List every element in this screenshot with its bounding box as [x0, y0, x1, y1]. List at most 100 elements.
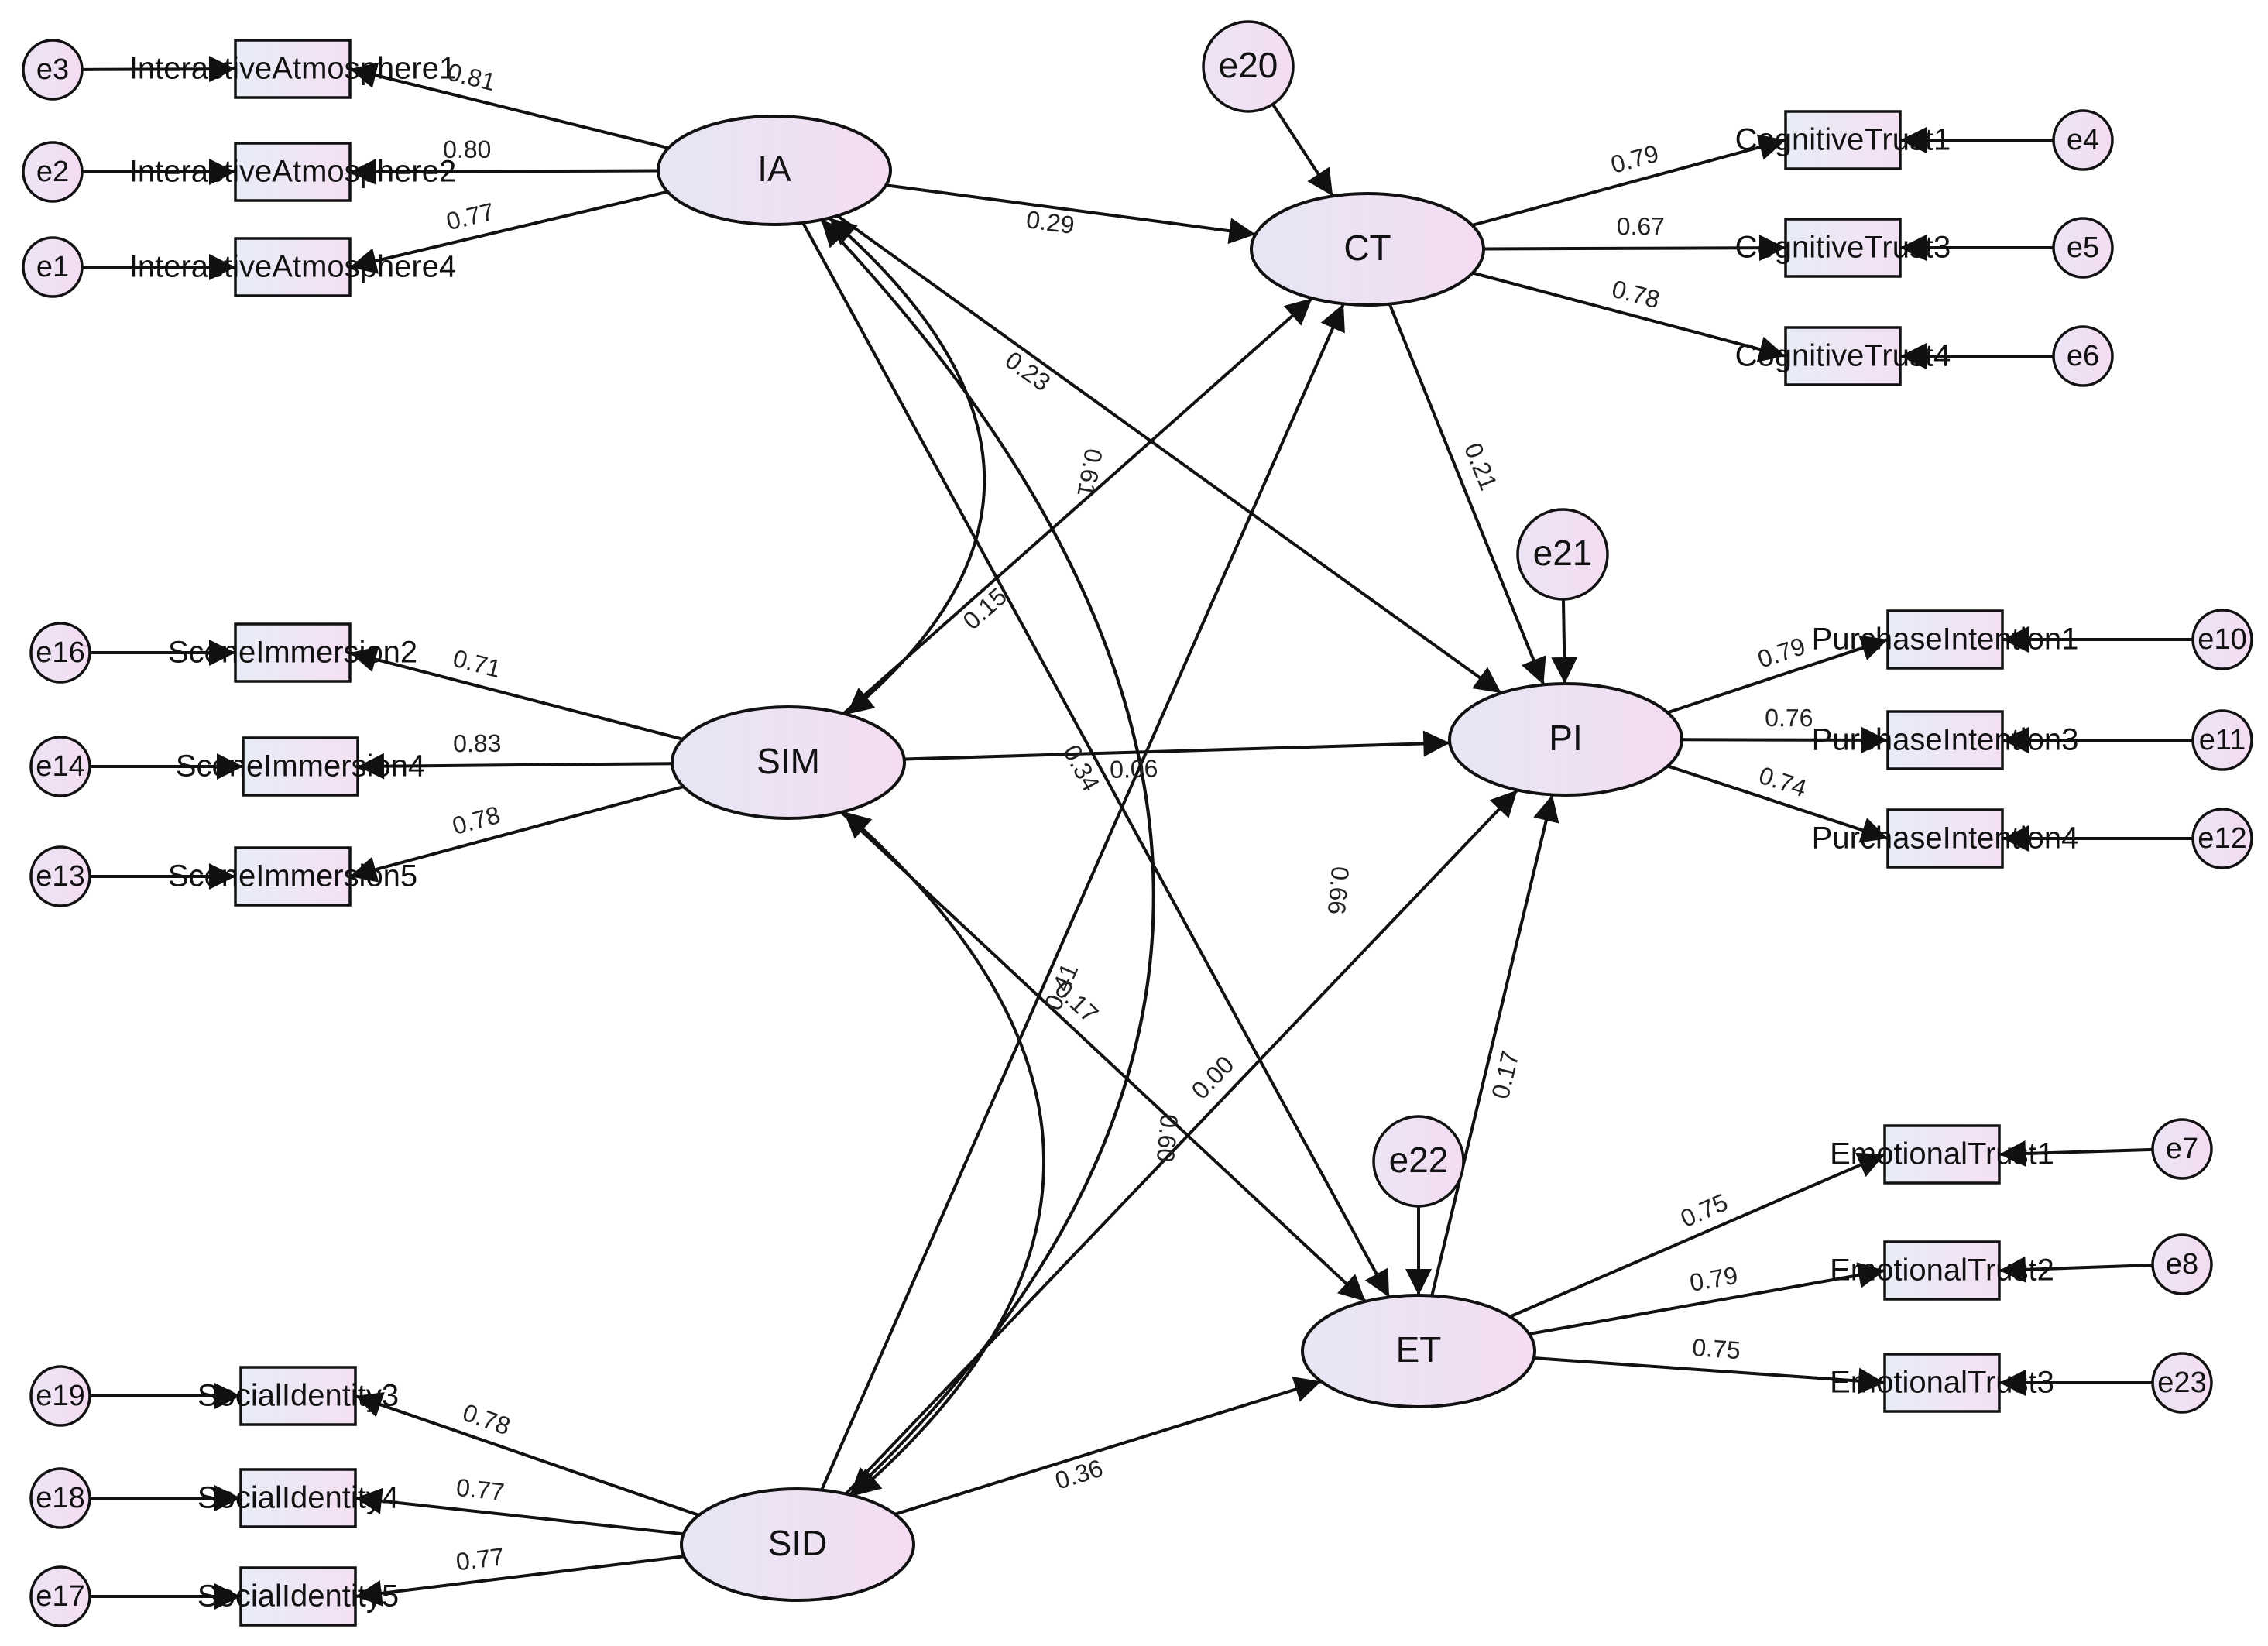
path-coefficient-7: 0.00 — [1186, 1051, 1240, 1105]
error-term-e8[interactable]: e8 — [2151, 1233, 2213, 1295]
error-term-e5[interactable]: e5 — [2052, 217, 2114, 279]
indicator-pi3[interactable]: PurchaseIntention3 — [1812, 710, 2079, 770]
indicator-et1[interactable]: EmotionalTrust1 — [1830, 1124, 2054, 1185]
indicator-ct4[interactable]: CognitiveTrust4 — [1735, 326, 1951, 386]
loading-ia1 — [349, 62, 669, 150]
error-path-et2 — [1999, 1256, 2153, 1283]
latent-ia[interactable]: IA — [657, 115, 892, 226]
indicator-si5[interactable]: SceneImmersion5 — [168, 846, 417, 907]
path-sid-to-ct — [820, 303, 1345, 1491]
loading-sd3 — [355, 1392, 700, 1517]
disturbance-e21[interactable]: e21 — [1516, 508, 1609, 601]
indicator-box — [234, 237, 352, 297]
error-term-e23[interactable]: e23 — [2151, 1352, 2213, 1414]
error-term-e1[interactable]: e1 — [22, 236, 84, 298]
loading-value-si5: 0.78 — [449, 801, 503, 840]
indicator-box — [1883, 1353, 2001, 1413]
indicator-et2[interactable]: EmotionalTrust2 — [1830, 1240, 2054, 1301]
latent-sim[interactable]: SIM — [671, 705, 906, 820]
error-term-e3[interactable]: e3 — [22, 39, 84, 101]
loading-si5 — [349, 785, 685, 883]
error-circle — [22, 236, 84, 298]
path-coefficient-0: 0.29 — [1024, 205, 1076, 239]
disturbance-e20[interactable]: e20 — [1202, 20, 1295, 113]
latent-label: PI — [1549, 718, 1582, 758]
latent-et[interactable]: ET — [1301, 1294, 1536, 1408]
indicator-label: PurchaseIntention1 — [1812, 622, 2079, 657]
path-coefficient-4: 0.06 — [1110, 754, 1158, 784]
loading-pi4 — [1667, 764, 1889, 843]
disturbance-circle — [1516, 508, 1609, 601]
indicator-pi1[interactable]: PurchaseIntention1 — [1812, 609, 2079, 670]
indicator-box — [1784, 110, 1902, 170]
error-path-ia1 — [81, 56, 236, 83]
error-term-e19[interactable]: e19 — [29, 1365, 91, 1427]
path-sid-to-pi — [844, 789, 1519, 1495]
latent-pi[interactable]: PI — [1448, 682, 1683, 797]
disturbance-label: e22 — [1389, 1140, 1449, 1180]
indicator-ia4[interactable]: InteractiveAtmosphere4 — [129, 237, 456, 297]
disturbance-path-e20 — [1264, 93, 1334, 197]
indicator-label: EmotionalTrust2 — [1830, 1253, 2054, 1288]
loading-et2 — [1529, 1262, 1885, 1336]
indicator-label: PurchaseIntention4 — [1812, 821, 2079, 856]
latent-ct[interactable]: CT — [1250, 192, 1485, 307]
error-term-e4[interactable]: e4 — [2052, 109, 2114, 171]
error-term-e7[interactable]: e7 — [2151, 1118, 2213, 1180]
error-circle — [2191, 709, 2253, 771]
loading-si4 — [357, 753, 673, 780]
indicator-label: InteractiveAtmosphere2 — [129, 155, 456, 189]
disturbance-e22[interactable]: e22 — [1372, 1115, 1465, 1208]
indicator-sd5[interactable]: SocialIdentity5 — [197, 1566, 399, 1627]
nodes-layer: IA SIM SID CT PI ET InteractiveAtmosphere1 e3In… — [22, 20, 2253, 1627]
loading-value-sd5: 0.77 — [455, 1542, 506, 1576]
latent-ellipse — [680, 1487, 915, 1602]
covariance-sim-sid — [842, 810, 1046, 1497]
latent-ellipse — [657, 115, 892, 226]
error-term-e12[interactable]: e12 — [2191, 808, 2253, 869]
indicator-pi4[interactable]: PurchaseIntention4 — [1812, 808, 2079, 869]
loading-et3 — [1533, 1356, 1885, 1394]
loading-pi3 — [1681, 726, 1889, 753]
loading-pi1 — [1666, 635, 1889, 715]
indicator-si4[interactable]: SceneImmersion4 — [176, 736, 425, 797]
indicator-box — [239, 1366, 357, 1426]
latent-ellipse — [671, 705, 906, 820]
error-term-e16[interactable]: e16 — [29, 622, 91, 684]
error-term-e18[interactable]: e18 — [29, 1467, 91, 1529]
indicator-si2[interactable]: SceneImmersion2 — [168, 622, 417, 683]
path-ia-to-pi — [836, 214, 1502, 694]
covariance-ia-sim — [828, 217, 986, 716]
error-term-e17[interactable]: e17 — [29, 1565, 91, 1627]
loading-value-si4: 0.83 — [453, 729, 502, 758]
indicator-ia2[interactable]: InteractiveAtmosphere2 — [129, 142, 456, 202]
error-term-e2[interactable]: e2 — [22, 141, 84, 203]
loading-value-et2: 0.79 — [1687, 1261, 1740, 1297]
error-label: e19 — [36, 1380, 84, 1412]
covariance-coefficient-2: 0.60 — [1151, 1113, 1183, 1164]
indicator-box — [1784, 326, 1902, 386]
edges-layer — [81, 56, 2193, 1610]
indicator-box — [234, 142, 352, 202]
indicator-box — [234, 846, 352, 907]
loading-ct1 — [1471, 134, 1786, 227]
covariance-coefficient-1: 0.66 — [1323, 866, 1354, 916]
loading-ct4 — [1472, 271, 1786, 362]
loading-value-sd4: 0.77 — [455, 1473, 506, 1507]
indicator-label: PurchaseIntention3 — [1812, 723, 2079, 757]
error-term-e6[interactable]: e6 — [2052, 325, 2114, 387]
path-sim-to-pi — [904, 730, 1450, 761]
error-term-e11[interactable]: e11 — [2191, 709, 2253, 771]
error-term-e10[interactable]: e10 — [2191, 609, 2253, 670]
error-label: e5 — [2067, 231, 2099, 264]
indicator-sd3[interactable]: SocialIdentity3 — [197, 1366, 399, 1426]
indicator-et3[interactable]: EmotionalTrust3 — [1830, 1353, 2054, 1413]
error-term-e14[interactable]: e14 — [29, 736, 91, 797]
error-label: e1 — [36, 251, 69, 283]
error-term-e13[interactable]: e13 — [29, 845, 91, 907]
indicator-sd4[interactable]: SocialIdentity4 — [197, 1468, 399, 1528]
latent-sid[interactable]: SID — [680, 1487, 915, 1602]
indicator-ct1[interactable]: CognitiveTrust1 — [1735, 110, 1951, 170]
indicator-ct3[interactable]: CognitiveTrust3 — [1735, 218, 1951, 278]
indicator-ia1[interactable]: InteractiveAtmosphere1 — [129, 39, 456, 99]
